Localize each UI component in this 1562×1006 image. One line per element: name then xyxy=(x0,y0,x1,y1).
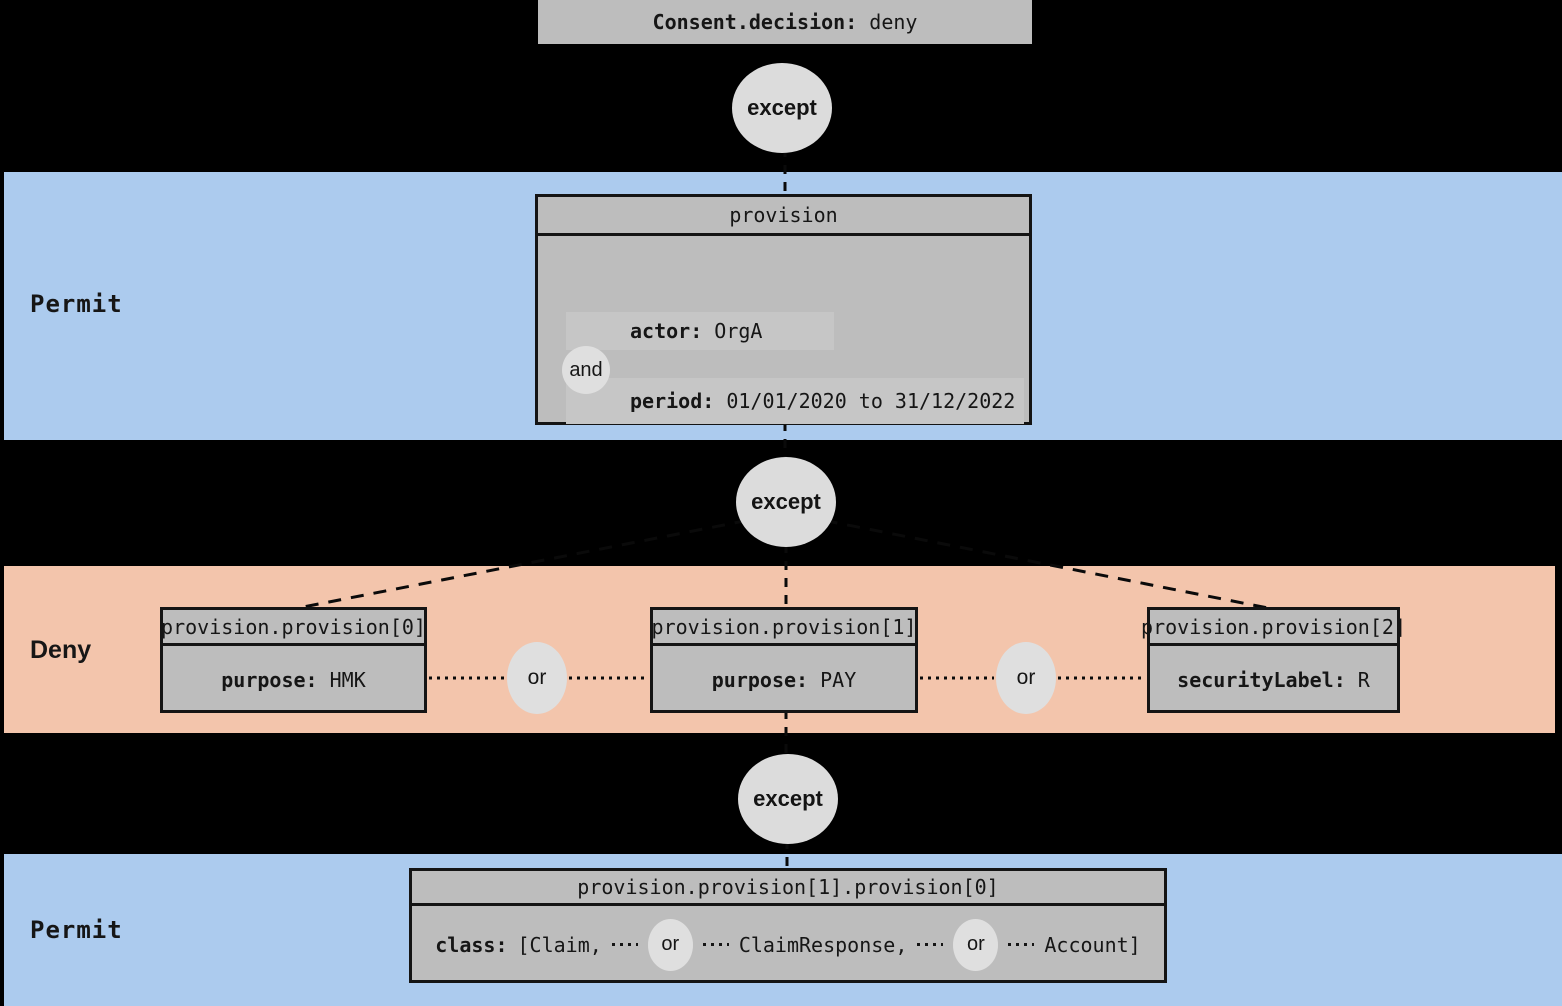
deny-node-2-value: R xyxy=(1357,667,1370,692)
period-label: period: xyxy=(630,389,715,413)
deny-node-0: provision.provision[0] purpose: HMK xyxy=(160,607,427,713)
consent-decision-label: Consent.decision: xyxy=(652,10,858,34)
deny-node-1: provision.provision[1] purpose: PAY xyxy=(650,607,918,713)
deny-node-1-value: PAY xyxy=(820,667,857,692)
period-value: 01/01/2020 to 31/12/2022 xyxy=(726,389,1016,413)
except-connector-2: except xyxy=(736,457,836,547)
consent-decision-box: Consent.decision: deny xyxy=(538,0,1032,44)
and-connector: and xyxy=(562,346,610,394)
class-provision-box-body: class: [Claim, or ClaimResponse, or Acco… xyxy=(412,906,1164,983)
deny-node-0-header: provision.provision[0] xyxy=(161,610,426,646)
deny-node-1-label: purpose: xyxy=(711,667,809,692)
except-connector-3: except xyxy=(738,754,838,844)
except-connector-1: except xyxy=(732,63,832,153)
deny-node-1-header: provision.provision[1] xyxy=(652,610,916,646)
deny-node-0-value: HMK xyxy=(329,667,366,692)
or-connector-2: or xyxy=(996,642,1056,714)
dotted-segment xyxy=(611,943,638,946)
or-connector-1: or xyxy=(507,642,567,714)
or-connector-4: or xyxy=(953,918,999,971)
band-label-permit-top: Permit xyxy=(30,290,123,318)
provision-box-header: provision xyxy=(538,197,1029,236)
deny-node-0-label: purpose: xyxy=(221,667,318,692)
consent-decision-value: deny xyxy=(869,10,918,34)
deny-node-2-label: securityLabel: xyxy=(1177,667,1346,692)
class-label: class: xyxy=(435,932,508,957)
deny-node-2-header: provision.provision[2] xyxy=(1141,610,1406,646)
or-connector-3: or xyxy=(647,918,693,971)
deny-node-2: provision.provision[2] securityLabel: R xyxy=(1141,607,1406,713)
actor-label: actor: xyxy=(630,319,703,343)
band-label-deny: Deny xyxy=(30,636,92,664)
class-item-0: [Claim, xyxy=(517,932,602,957)
class-item-2: Account] xyxy=(1044,932,1141,957)
class-provision-box-header: provision.provision[1].provision[0] xyxy=(412,871,1164,906)
class-provision-box: provision.provision[1].provision[0] clas… xyxy=(409,868,1167,983)
class-item-1: ClaimResponse, xyxy=(738,932,908,957)
dotted-segment xyxy=(1008,943,1035,946)
actor-value: OrgA xyxy=(714,319,763,343)
provision-box-body: actor: OrgA period: 01/01/2020 to 31/12/… xyxy=(538,236,1029,425)
dotted-segment xyxy=(917,943,944,946)
actor-row: actor: OrgA xyxy=(566,312,834,350)
dotted-segment xyxy=(702,943,729,946)
provision-box: provision actor: OrgA period: 01/01/2020… xyxy=(535,194,1032,425)
period-row: period: 01/01/2020 to 31/12/2022 xyxy=(566,378,1024,424)
band-label-permit-bottom: Permit xyxy=(30,916,123,944)
